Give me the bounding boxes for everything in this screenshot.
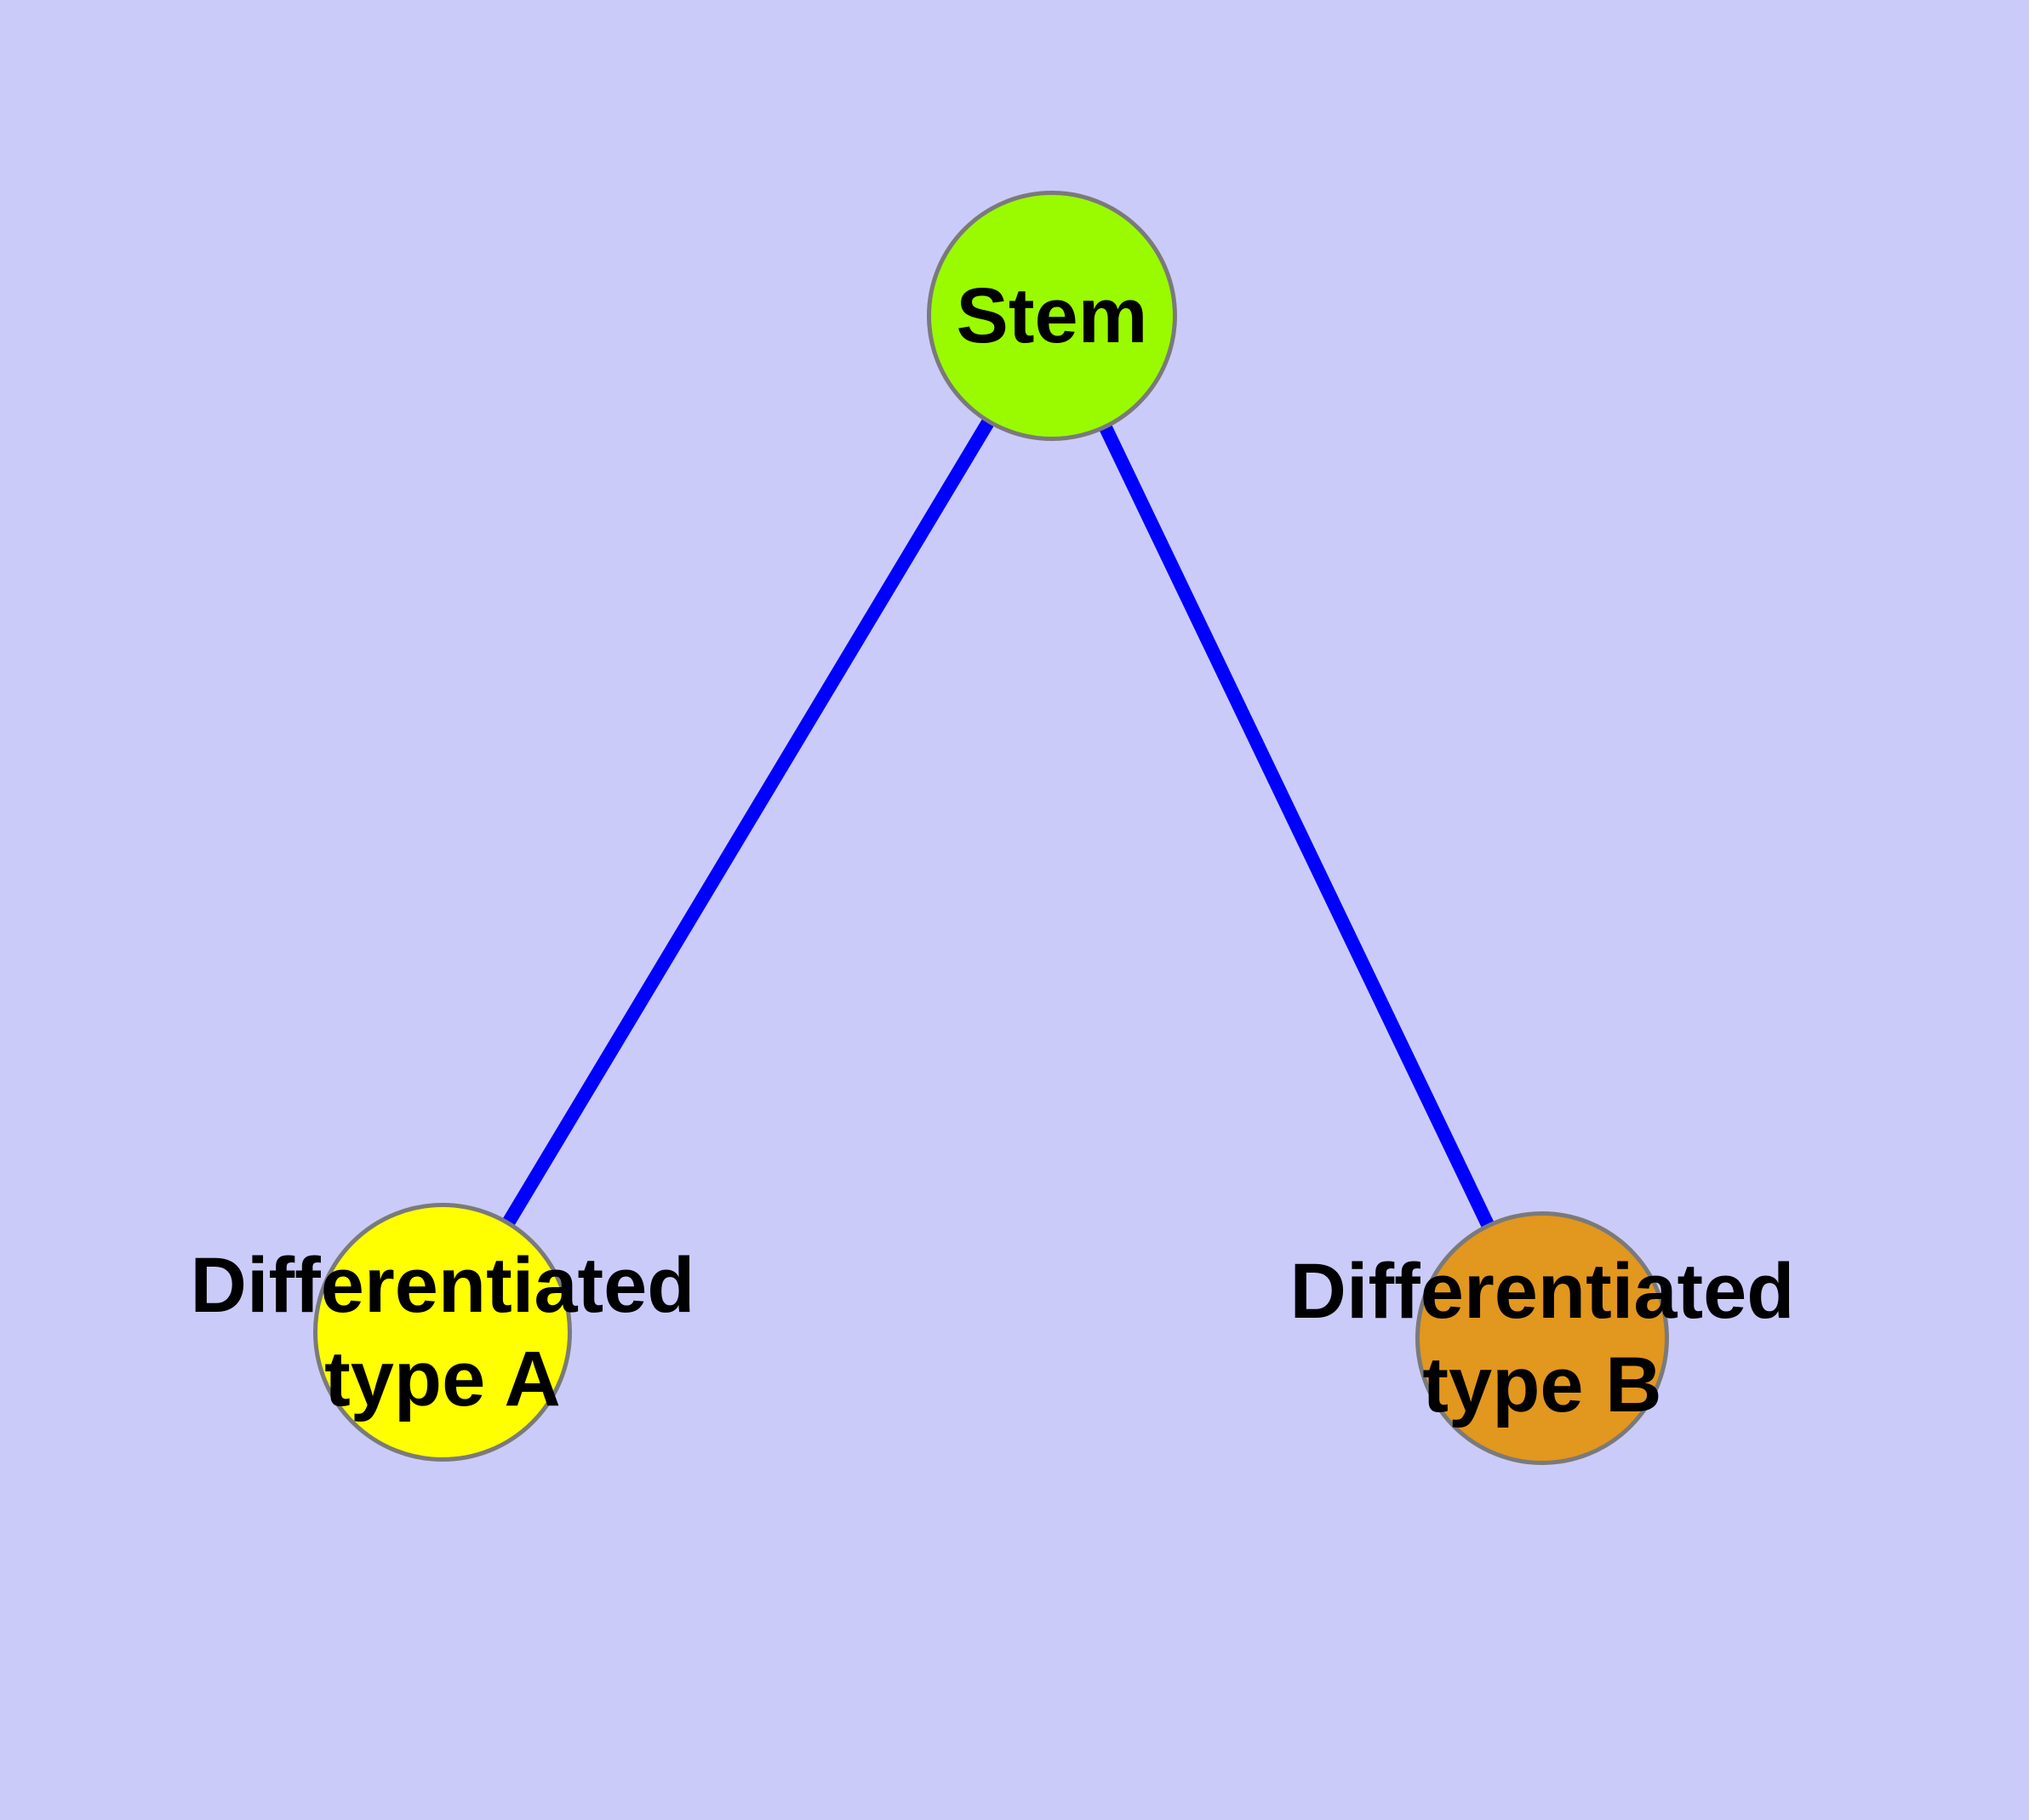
node-stem [927, 191, 1177, 441]
node-stem-label: Stem [957, 269, 1148, 363]
edge-stem-to-type-a [437, 312, 1058, 1336]
node-differentiated-type-b-label: Differentiated type B [1290, 1245, 1795, 1432]
node-differentiated-type-b-label-line1: Differentiated [1289, 1248, 1795, 1335]
node-stem-label-line: Stem [956, 272, 1148, 359]
edge-stem-to-type-b [1045, 312, 1549, 1342]
node-differentiated-type-b [1415, 1211, 1669, 1465]
node-differentiated-type-a [313, 1203, 572, 1462]
node-differentiated-type-a-label-line2: type A [324, 1336, 561, 1422]
node-differentiated-type-b-label-line2: type B [1422, 1342, 1662, 1428]
node-differentiated-type-a-label: Differentiated type A [191, 1239, 695, 1426]
node-differentiated-type-a-label-line1: Differentiated [190, 1242, 695, 1329]
